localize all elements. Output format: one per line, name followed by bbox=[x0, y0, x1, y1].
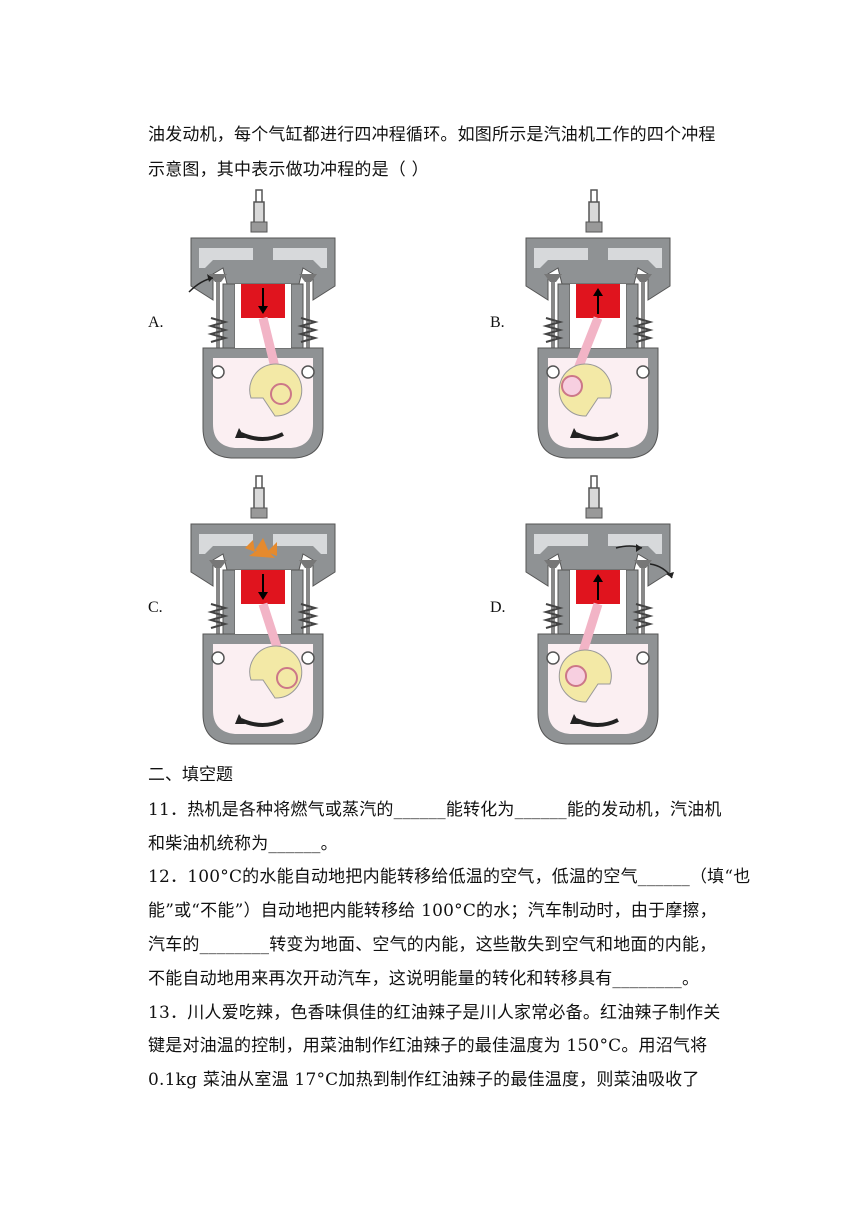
option-c-label: C. bbox=[148, 599, 163, 616]
question-11-line-2: 和柴油机统称为______。 bbox=[148, 834, 338, 854]
section-title: 二、填空题 bbox=[148, 765, 233, 785]
engine-diagram-d[interactable] bbox=[518, 474, 678, 746]
question-12-line-2: 能”或“不能”）自动地把内能转移给 100°C的水；汽车制动时，由于摩擦， bbox=[148, 901, 717, 921]
engine-diagram-a[interactable] bbox=[183, 188, 343, 460]
option-d-label: D. bbox=[490, 599, 506, 616]
question-13-line-2: 键是对油温的控制，用菜油制作红油辣子的最佳温度为 150°C。用沼气将 bbox=[148, 1036, 708, 1056]
engine-diagram-b[interactable] bbox=[518, 188, 678, 460]
question-10-line-1: 油发动机，每个气缸都进行四冲程循环。如图所示是汽油机工作的四个冲程 bbox=[148, 125, 716, 145]
question-13-line-3: 0.1kg 菜油从室温 17°C加热到制作红油辣子的最佳温度，则菜油吸收了 bbox=[148, 1070, 700, 1090]
question-12-line-4: 不能自动地用来再次开动汽车，这说明能量的转化和转移具有________。 bbox=[148, 969, 700, 989]
question-11-line-1: 11．热机是各种将燃气或蒸汽的______能转化为______能的发动机，汽油机 bbox=[148, 800, 722, 820]
question-10-line-2: 示意图，其中表示做功冲程的是（ ） bbox=[148, 160, 429, 180]
question-13-line-1: 13．川人爱吃辣，色香味俱佳的红油辣子是川人家常必备。红油辣子制作关 bbox=[148, 1003, 721, 1023]
question-12-line-1: 12．100°C的水能自动地把内能转移给低温的空气，低温的空气______（填“… bbox=[148, 867, 751, 887]
option-b-label: B. bbox=[490, 314, 505, 331]
question-12-line-3: 汽车的________转变为地面、空气的内能，这些散失到空气和地面的内能， bbox=[148, 935, 717, 955]
engine-diagram-c[interactable] bbox=[183, 474, 343, 746]
option-a-label: A. bbox=[148, 314, 164, 331]
